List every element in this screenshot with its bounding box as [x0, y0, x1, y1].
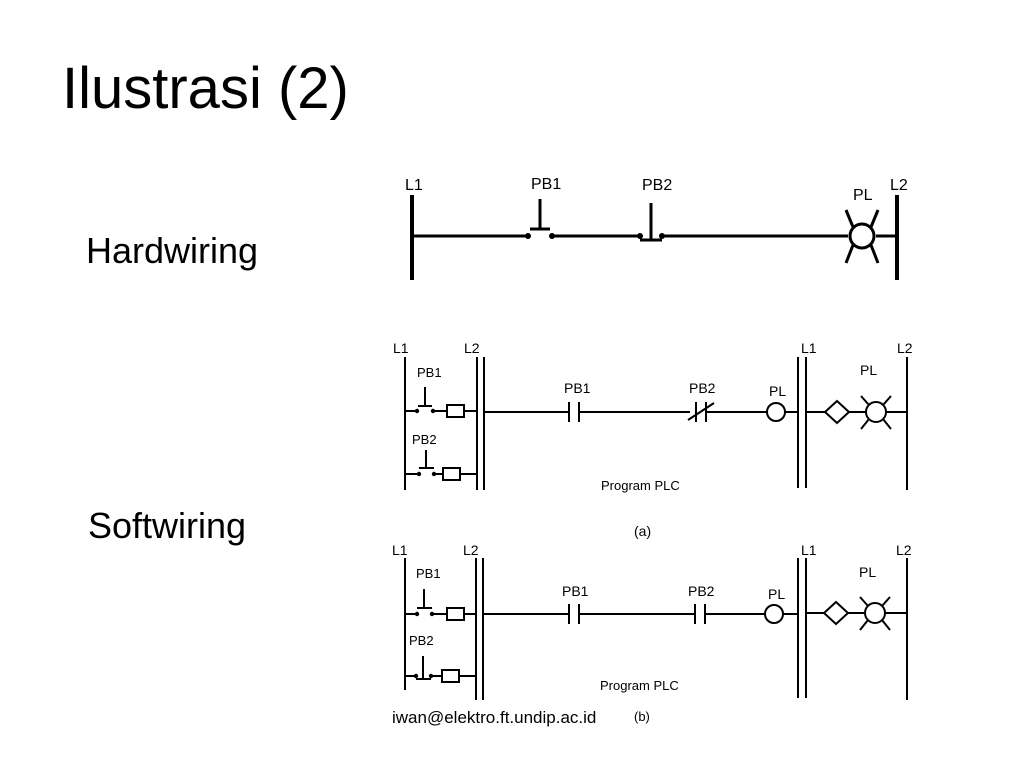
sb-label-input-pb1: PB1	[416, 566, 441, 581]
sb-label-out-pl: PL	[859, 564, 876, 580]
sa-output-pilot-lamp-icon	[860, 395, 892, 430]
sb-input-pb2-switch	[405, 656, 442, 680]
hw-label-l1: L1	[405, 177, 423, 194]
sa-label-out-l2: L2	[897, 340, 913, 356]
sb-rung-pb1-contact-no	[568, 604, 580, 624]
sb-caption: (b)	[634, 709, 650, 724]
sa-label-input-pb1: PB1	[417, 365, 442, 380]
sa-label-out-pl: PL	[860, 362, 877, 378]
hw-label-pb1: PB1	[531, 176, 561, 193]
sb-input-terminal-1	[446, 607, 465, 621]
sb-rung-pl-coil	[764, 604, 784, 624]
sa-label-rung-pl: PL	[769, 383, 786, 399]
sa-program-label: Program PLC	[601, 478, 680, 493]
hardwiring-label: Hardwiring	[86, 230, 259, 271]
sb-rung-pb2-contact-no	[694, 604, 706, 624]
sb-program-label: Program PLC	[600, 678, 679, 693]
sb-output-pilot-lamp-icon	[859, 596, 891, 631]
sb-label-out-l2: L2	[896, 542, 912, 558]
sb-label-l1: L1	[392, 542, 408, 558]
softwiring-diagram-a: L1 L2 PB1 PB2	[393, 340, 913, 539]
hw-label-l2: L2	[890, 177, 908, 194]
sb-label-rung-pb1: PB1	[562, 583, 589, 599]
sb-input-pb1-switch	[405, 589, 447, 617]
sa-label-l2: L2	[464, 340, 480, 356]
footer-email: iwan@elektro.ft.undip.ac.id	[392, 708, 597, 727]
page-title: Ilustrasi (2)	[62, 56, 349, 121]
sa-label-rung-pb1: PB1	[564, 380, 591, 396]
sa-label-l1: L1	[393, 340, 409, 356]
sa-input-terminal-1	[446, 404, 465, 418]
sa-label-input-pb2: PB2	[412, 432, 437, 447]
sa-label-out-l1: L1	[801, 340, 817, 356]
sb-label-rung-pb2: PB2	[688, 583, 715, 599]
sb-label-l2: L2	[463, 542, 479, 558]
sa-input-pb2-switch	[405, 450, 443, 477]
hw-pilot-lamp-icon	[844, 209, 880, 264]
sa-rung-pl-coil	[766, 402, 786, 422]
sb-label-input-pb2: PB2	[409, 633, 434, 648]
sb-label-rung-pl: PL	[768, 586, 785, 602]
sb-input-terminal-2	[441, 669, 460, 683]
sb-label-out-l1: L1	[801, 542, 817, 558]
hw-pb2-switch	[637, 203, 665, 242]
sa-output-terminal-diamond	[823, 399, 851, 425]
sa-label-rung-pb2: PB2	[689, 380, 716, 396]
hw-label-pl: PL	[853, 187, 873, 204]
sa-rung-pb1-contact-no	[568, 402, 580, 422]
hw-label-pb2: PB2	[642, 177, 672, 194]
sa-rung-pb2-contact-nc	[687, 402, 715, 422]
sa-input-pb1-switch	[405, 387, 447, 414]
softwiring-diagram-b: L1 L2 PB1 PB2	[392, 542, 912, 724]
sb-output-terminal-diamond	[822, 600, 850, 626]
sa-input-terminal-2	[442, 467, 461, 481]
hardwiring-diagram: L1 L2 PB1 PB2 PL	[405, 176, 908, 280]
sa-caption: (a)	[634, 523, 651, 539]
softwiring-label: Softwiring	[88, 505, 247, 546]
hw-pb1-switch	[525, 199, 555, 239]
